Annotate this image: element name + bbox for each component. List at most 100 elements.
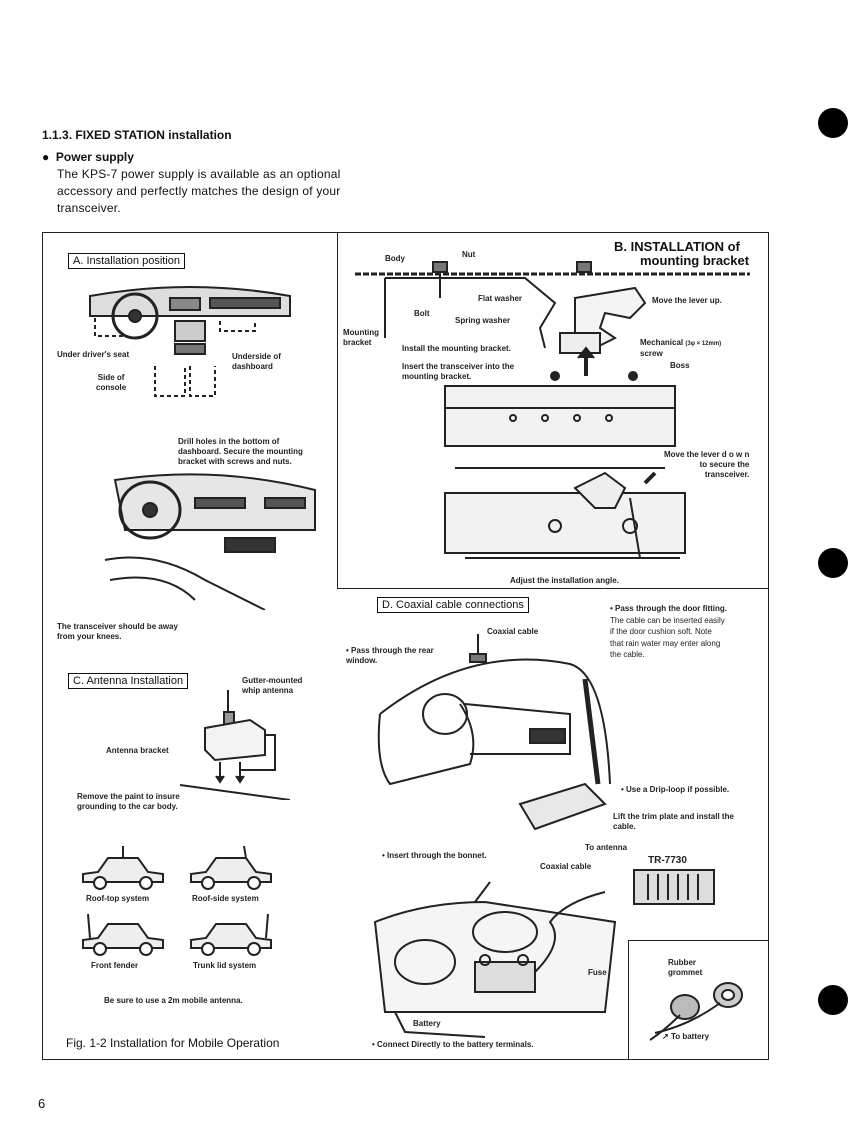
antenna-bracket-illustration — [180, 690, 290, 800]
label-line: Mechanical — [640, 338, 684, 347]
binder-hole-middle — [818, 548, 848, 578]
bonnet-note: • Insert through the bonnet. — [382, 851, 487, 860]
drip-loop-note: • Use a Drip-loop if possible. — [621, 785, 730, 794]
insert-transceiver-label: Insert the transceiver into the mounting… — [402, 362, 514, 382]
paragraph-line: The KPS-7 power supply is available as a… — [57, 167, 341, 181]
trunk-lid-car-icon — [190, 913, 272, 956]
label-line: dashboard — [232, 362, 273, 371]
panel-b-title: B. INSTALLATION of mounting bracket — [614, 240, 749, 268]
panel-a-title: A. Installation position — [68, 253, 186, 269]
spring-washer-label: Spring washer — [455, 316, 511, 325]
panel-b-frame — [337, 232, 769, 589]
move-lever-down-label: Move the lever d o w n to secure the tra… — [664, 450, 749, 480]
drill-holes-note: Drill holes in the bottom of dashboard. … — [178, 437, 303, 467]
car-interior-illustration — [104, 473, 316, 610]
label-line: grommet — [668, 968, 703, 977]
dashboard-illustration — [89, 286, 291, 397]
flat-washer-label: Flat washer — [478, 294, 523, 303]
label-under-driver-seat: Under driver's seat — [57, 350, 130, 359]
front-fender-car-icon — [82, 913, 164, 956]
label-line: Pass through the door fitting. — [615, 604, 728, 613]
label-line: Use a Drip-loop if possible. — [626, 785, 730, 794]
figure-caption: Fig. 1-2 Installation for Mobile Operati… — [66, 1036, 280, 1050]
rubber-grommet-label: Rubber grommet — [668, 958, 702, 978]
install-bracket-label: Install the mounting bracket. — [402, 344, 511, 353]
coax-cable-label: Coaxial cable — [487, 627, 539, 636]
rear-window-note: • Pass through the rear window. — [346, 646, 434, 665]
label-line: whip antenna — [242, 686, 294, 695]
label-line: Mounting — [343, 328, 379, 337]
label-underside-dashboard: Underside of dashboard — [232, 352, 281, 372]
paragraph-line: transceiver. — [57, 201, 121, 215]
door-fitting-note: • Pass through the door fitting. The cab… — [610, 604, 728, 659]
roof-top-car-icon — [82, 846, 164, 890]
to-battery-label: ↗ To battery — [662, 1032, 710, 1041]
front-fender-label: Front fender — [91, 961, 139, 970]
title-line: mounting bracket — [640, 253, 750, 268]
bullet-heading-text: Power supply — [55, 150, 134, 164]
roof-side-label: Roof-side system — [192, 894, 259, 903]
move-lever-up-label: Move the lever up. — [652, 296, 722, 305]
bullet-icon: ● — [42, 150, 56, 164]
note-line: Remove the paint to insure — [77, 792, 180, 801]
nut-label: Nut — [462, 250, 476, 259]
engine-bay-illustration — [373, 881, 617, 1038]
note-line: grounding to the car body. — [77, 802, 178, 811]
label-line: The cable can be inserted easily — [610, 615, 725, 625]
label-line: Side of — [97, 373, 125, 382]
grommet-inset-frame — [628, 940, 769, 1060]
label-line: console — [96, 383, 127, 392]
binder-hole-bottom — [818, 985, 848, 1015]
transceiver-unit-illustration — [633, 869, 715, 905]
panel-d-title: D. Coaxial cable connections — [377, 597, 529, 613]
title-line: B. INSTALLATION of — [614, 239, 740, 254]
bracket-mounting-illustration — [355, 261, 750, 559]
label-side-console: Side of console — [96, 373, 126, 393]
paragraph-line: accessory and perfectly matches the desi… — [57, 184, 341, 198]
section-paragraph: The KPS-7 power supply is available as a… — [57, 166, 397, 217]
label-line: mounting bracket. — [402, 372, 472, 381]
body-label: Body — [385, 254, 405, 263]
mounting-bracket-label: Mounting bracket — [343, 328, 379, 348]
antenna-bracket-label: Antenna bracket — [106, 746, 169, 755]
label-line: Gutter-mounted — [242, 676, 303, 685]
transceiver-model-label: TR-7730 — [648, 855, 687, 866]
boss-label: Boss — [670, 361, 690, 370]
note-line: Drill holes in the bottom of — [178, 437, 280, 446]
battery-label: Battery — [413, 1019, 441, 1028]
bolt-label: Bolt — [414, 309, 430, 318]
roof-side-car-icon — [190, 846, 272, 890]
label-line: cable. — [613, 822, 636, 831]
adjust-angle-label: Adjust the installation angle. — [510, 576, 619, 585]
grommet-illustration — [649, 982, 743, 1041]
label-line: Move the lever d o w n — [664, 450, 750, 459]
trim-plate-note: Lift the trim plate and install the cabl… — [613, 812, 734, 832]
panel-c-title: C. Antenna Installation — [68, 673, 189, 689]
label-line: Underside of — [232, 352, 281, 361]
roof-top-label: Roof-top system — [86, 894, 150, 903]
label-line: Insert the transceiver into the — [402, 362, 515, 371]
label-line: bracket — [343, 338, 372, 347]
fuse-label: Fuse — [588, 968, 607, 977]
note-line: bracket with screws and nuts. — [178, 457, 292, 466]
label-line: Insert through the bonnet. — [387, 851, 487, 860]
bullet-heading: ● Power supply — [42, 150, 134, 164]
note-line: from your knees. — [57, 632, 122, 641]
label-line: Connect Directly to the battery terminal… — [377, 1040, 534, 1049]
label-line: To battery — [670, 1032, 710, 1041]
gutter-antenna-label: Gutter-mounted whip antenna — [242, 676, 302, 696]
label-line: screw — [640, 349, 663, 358]
page-number: 6 — [38, 1096, 46, 1111]
section-title: 1.1.3. FIXED STATION installation — [42, 128, 232, 142]
note-line: The transceiver should be away — [57, 622, 178, 631]
coax-routing-illustration — [377, 634, 611, 831]
mechanical-screw-label: Mechanical (3φ × 12mm) screw — [640, 338, 721, 359]
label-line: transceiver. — [704, 470, 750, 479]
knees-note: The transceiver should be away from your… — [57, 622, 178, 642]
note-line: dashboard. Secure the mounting — [178, 447, 303, 456]
remove-paint-note: Remove the paint to insure grounding to … — [77, 792, 180, 812]
coax-cable-label-2: Coaxial cable — [540, 862, 592, 871]
label-line: the cable. — [610, 650, 645, 659]
battery-terminals-note: • Connect Directly to the battery termin… — [372, 1040, 534, 1049]
screw-spec: (3φ × 12mm) — [685, 341, 722, 347]
